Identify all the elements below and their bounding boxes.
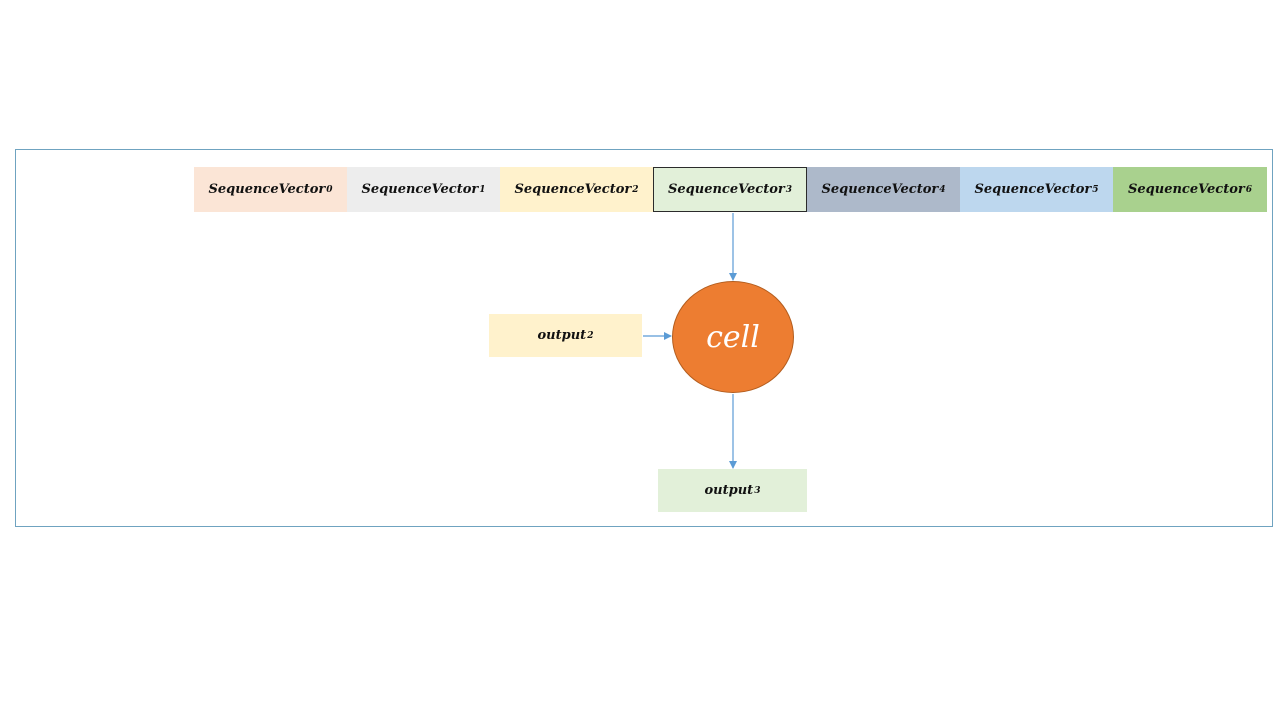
cell-node: cell xyxy=(672,281,794,393)
sequence-vector-1-index: 1 xyxy=(479,184,486,195)
sequence-vector-3-index: 3 xyxy=(785,184,792,195)
sequence-vector-0-label: SequenceVector xyxy=(208,182,326,197)
diagram-frame xyxy=(15,149,1273,527)
sequence-vector-3-label: SequenceVector xyxy=(668,182,785,197)
cell-label: cell xyxy=(706,319,760,355)
sequence-vector-2-label: SequenceVector xyxy=(514,182,632,197)
sequence-vector-5-label: SequenceVector xyxy=(974,182,1092,197)
previous-output-label: output xyxy=(537,328,587,343)
sequence-vector-6-index: 6 xyxy=(1245,184,1252,195)
sequence-vector-5-index: 5 xyxy=(1092,184,1099,195)
current-output-label: output xyxy=(704,483,754,498)
previous-output-index: 2 xyxy=(587,330,594,341)
sequence-vector-4-index: 4 xyxy=(939,184,946,195)
sequence-vector-1-label: SequenceVector xyxy=(361,182,479,197)
sequence-vector-6-label: SequenceVector xyxy=(1128,182,1245,197)
current-output-index: 3 xyxy=(754,485,761,496)
sequence-vector-2-index: 2 xyxy=(632,184,639,195)
sequence-vector-0-index: 0 xyxy=(326,184,333,195)
sequence-vector-4-label: SequenceVector xyxy=(821,182,939,197)
